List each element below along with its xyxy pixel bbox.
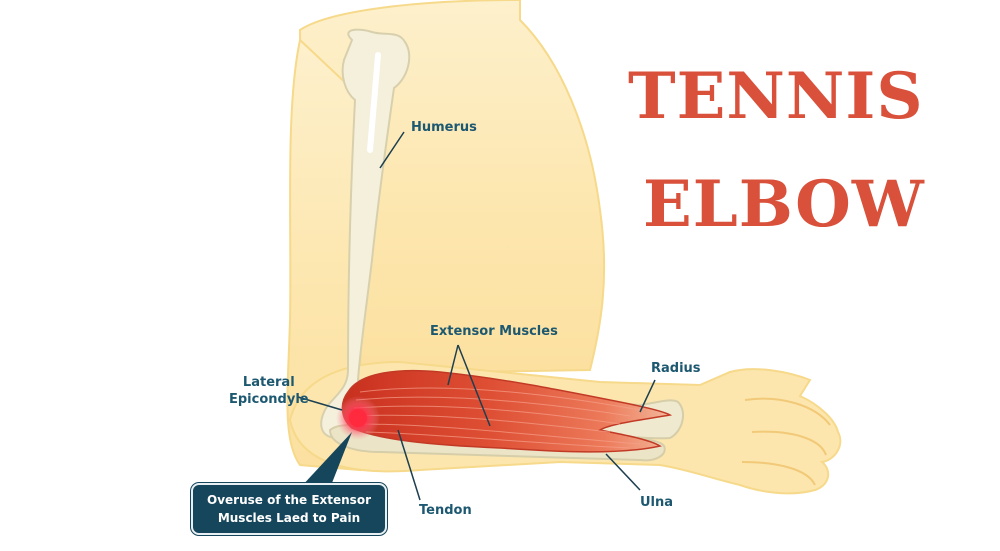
muscle-fibers: [353, 387, 641, 449]
label-lateral-epicondyle-line1: Lateral: [242, 375, 295, 390]
label-ulna: Ulna: [640, 495, 674, 510]
label-lateral-epicondyle: Lateral Epicondyle: [229, 374, 309, 408]
callout-line-2: Muscles Laed to Pain: [217, 511, 361, 525]
label-lateral-epicondyle-line2: Epicondyle: [229, 392, 309, 407]
leader-lines: [297, 131, 656, 501]
humerus-highlight: [367, 52, 381, 153]
label-humerus: Humerus: [411, 120, 477, 135]
hand-finger-lines: [741, 397, 831, 486]
label-extensor-muscles: Extensor Muscles: [430, 324, 558, 339]
callout-line-1: Overuse of the Extensor: [207, 493, 371, 507]
callout-pointer: [300, 432, 352, 488]
pain-core: [349, 409, 367, 427]
label-radius: Radius: [651, 361, 701, 376]
title-line-2: ELBOW: [643, 167, 925, 242]
pain-callout-box: Overuse of the Extensor Muscles Laed to …: [191, 483, 387, 535]
title-line-1: TENNIS: [628, 59, 924, 134]
label-tendon: Tendon: [419, 503, 472, 518]
